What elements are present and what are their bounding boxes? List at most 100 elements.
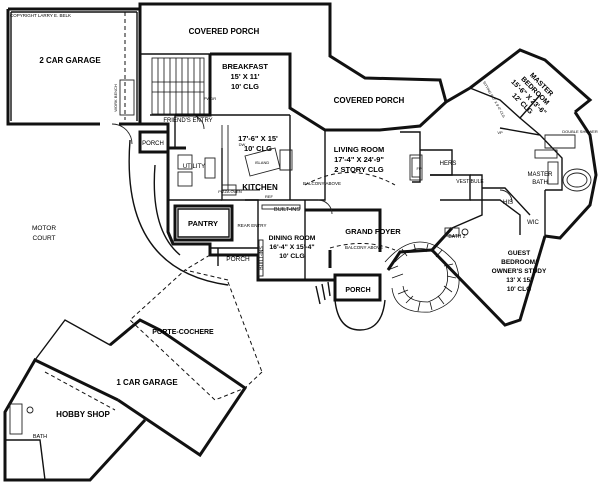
label-line: HERS bbox=[440, 161, 457, 167]
room-label-covered-porch-right: COVERED PORCH bbox=[334, 96, 405, 105]
label-line: WORK BENCH bbox=[113, 84, 118, 112]
label-line: COURT bbox=[33, 235, 56, 242]
label-line: 10' CLG bbox=[279, 253, 304, 260]
note-pizza-oven: PIZZA OVEN bbox=[218, 189, 242, 194]
label-line: HOBBY SHOP bbox=[56, 410, 110, 419]
label-line: COVERED PORCH bbox=[189, 27, 260, 36]
room-label-built-ins-side: BUILT-INS bbox=[259, 246, 265, 270]
room-label-master-bedroom: MASTERBEDROOM15'-6" X 23'-6"12' CLG bbox=[503, 66, 560, 123]
note-balcony-above-2: BALCONY ABOVE bbox=[345, 245, 383, 250]
label-line: MOTOR bbox=[32, 225, 56, 232]
room-label-hers: HERS bbox=[440, 161, 457, 167]
label-line: SITTING 9'-0" X 9'-0" CLG bbox=[482, 81, 506, 119]
room-label-grand-foyer: GRAND FOYER bbox=[345, 227, 401, 236]
label-line: BEDROOM/ bbox=[501, 259, 537, 266]
label-line: UTILITY bbox=[183, 164, 205, 170]
label-line: HIS bbox=[503, 200, 513, 206]
room-label-porch-mid: PORCH bbox=[226, 256, 250, 263]
label-line: BATH 2 bbox=[448, 234, 465, 240]
room-label-kitchen: KITCHEN bbox=[242, 183, 278, 192]
label-line: LIVING ROOM bbox=[334, 145, 384, 154]
room-label-bath-2: BATH 2 bbox=[448, 234, 465, 240]
note-pwdr: PWDR bbox=[204, 96, 216, 101]
room-label-one-car-garage: 1 CAR GARAGE bbox=[116, 378, 178, 387]
room-label-master-bath: MASTER BATH bbox=[527, 172, 553, 186]
room-label-bath-hobby: BATH bbox=[33, 434, 47, 440]
label-line: PORCH bbox=[142, 141, 164, 147]
room-label-friends-entry: FRIEND'S ENTRY bbox=[163, 118, 212, 124]
floor-plan-stairs bbox=[151, 57, 460, 313]
label-line: BREAKFAST bbox=[222, 62, 268, 71]
room-label-porte-cochere: PORTE-COCHERE bbox=[152, 329, 214, 336]
label-line: 17'-4" X 24'-9" bbox=[334, 155, 384, 164]
label-line: GRAND FOYER bbox=[345, 227, 401, 236]
label-line: BALCONY ABOVE bbox=[303, 181, 341, 186]
room-label-covered-porch-top: COVERED PORCH bbox=[189, 27, 260, 36]
room-label-built-ins-top: BUILT-INS bbox=[274, 207, 300, 213]
floor-plan-labels: COPYRIGHT LARRY E. BELK 2 CAR GARAGE COV… bbox=[10, 13, 598, 440]
label-line: MASTER bbox=[527, 172, 553, 178]
note-work-bench: WORK BENCH bbox=[113, 84, 118, 112]
room-label-dining-room: DINING ROOM 16'-4" X 15'-4" 10' CLG bbox=[269, 235, 316, 260]
label-line: DW bbox=[239, 142, 246, 147]
label-line: OWNER'S STUDY bbox=[492, 268, 547, 275]
label-line: 10' CLG bbox=[244, 144, 272, 153]
note-fp: FP bbox=[416, 166, 421, 171]
label-line: 16'-4" X 15'-4" bbox=[269, 244, 314, 251]
label-line: 10' CLG bbox=[231, 82, 259, 91]
label-line: BALCONY ABOVE bbox=[345, 245, 383, 250]
room-label-rear-entry: REAR ENTRY bbox=[238, 223, 267, 228]
room-label-hobby-shop: HOBBY SHOP bbox=[56, 410, 110, 419]
label-line: BUILT-INS bbox=[274, 207, 300, 213]
room-label-pantry: PANTRY bbox=[188, 219, 218, 228]
note-ref: REF bbox=[265, 194, 274, 199]
label-line: 2 CAR GARAGE bbox=[39, 56, 101, 65]
label-line: WIC bbox=[527, 220, 539, 226]
label-line: KITCHEN bbox=[242, 183, 278, 192]
note-vp: VP bbox=[497, 130, 503, 135]
note-double-shower: DOUBLE SHOWER bbox=[562, 129, 598, 134]
floor-plan-walls bbox=[3, 2, 598, 482]
label-line: BATH bbox=[532, 180, 548, 186]
label-line: VP bbox=[497, 130, 503, 135]
room-label-kitchen-dims: 17'-6" X 15'10' CLG bbox=[238, 134, 278, 153]
label-line: BUILT-INS bbox=[259, 246, 265, 270]
label-line: PWDR bbox=[204, 96, 216, 101]
label-line: BATH bbox=[33, 434, 47, 440]
note-balcony-above-1: BALCONY ABOVE bbox=[303, 181, 341, 186]
copyright-text: COPYRIGHT LARRY E. BELK bbox=[10, 13, 71, 18]
floor-plan-fixtures bbox=[9, 79, 592, 435]
label-line: PIZZA OVEN bbox=[218, 189, 242, 194]
room-label-two-car-garage: 2 CAR GARAGE bbox=[39, 56, 101, 65]
room-label-utility: UTILITY bbox=[183, 164, 205, 170]
label-line: DINING ROOM bbox=[269, 235, 316, 242]
label-line: PORCH bbox=[226, 256, 250, 263]
room-label-wic: WIC bbox=[527, 220, 539, 226]
room-label-vestibule: VESTIBULE bbox=[456, 179, 484, 185]
room-label-motor-court: MOTOR COURT bbox=[32, 225, 56, 242]
label-line: 1 CAR GARAGE bbox=[116, 378, 178, 387]
label-line: FRIEND'S ENTRY bbox=[163, 118, 212, 124]
room-label-porch-left: PORCH bbox=[142, 141, 164, 147]
label-line: FP bbox=[416, 166, 421, 171]
label-line: 17'-6" X 15' bbox=[238, 134, 278, 143]
label-line: PANTRY bbox=[188, 219, 218, 228]
label-line: VESTIBULE bbox=[456, 179, 484, 185]
label-line: ISLAND bbox=[255, 160, 270, 165]
note-dw: DW bbox=[239, 142, 246, 147]
label-line: COVERED PORCH bbox=[334, 96, 405, 105]
note-sitting-area: SITTING 9'-0" X 9'-0" CLG bbox=[482, 81, 506, 119]
label-line: PORCH bbox=[345, 287, 370, 294]
room-label-porch-front: PORCH bbox=[345, 287, 370, 294]
label-line: 10' CLG bbox=[507, 286, 531, 293]
label-line: REAR ENTRY bbox=[238, 223, 267, 228]
label-line: REF bbox=[265, 194, 274, 199]
label-line: 2 STORY CLG bbox=[334, 165, 384, 174]
label-line: DOUBLE SHOWER bbox=[562, 129, 598, 134]
room-label-his: HIS bbox=[503, 200, 513, 206]
label-line: GUEST bbox=[508, 250, 530, 257]
